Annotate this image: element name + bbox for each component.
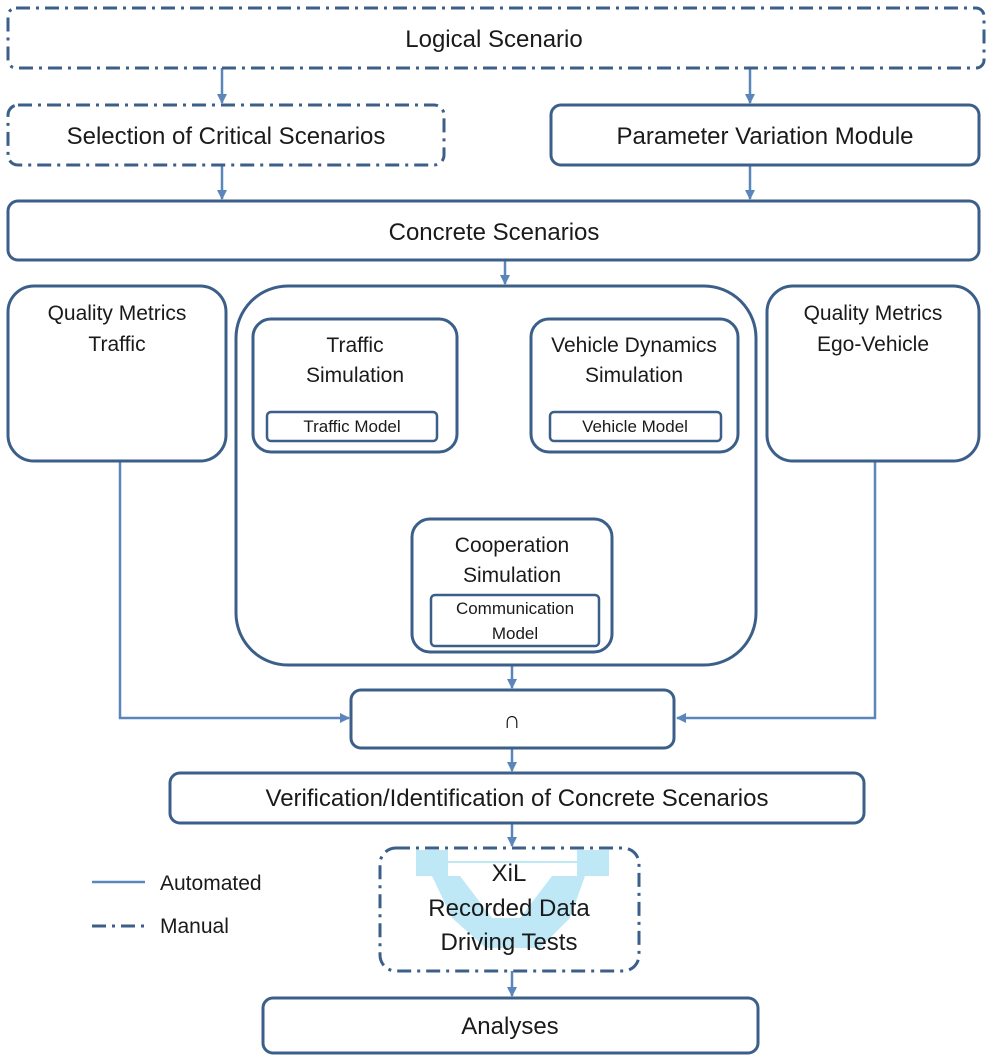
selection-critical-label: Selection of Critical Scenarios (67, 123, 386, 150)
logical-scenario-box: Logical Scenario (6, 6, 986, 70)
xil-line1: XiL (492, 860, 527, 887)
concrete-scenarios-label: Concrete Scenarios (389, 219, 600, 246)
legend-automated-label: Automated (160, 872, 262, 895)
analyses-label: Analyses (461, 1013, 558, 1040)
coop-sim-line1: Cooperation (455, 534, 569, 557)
coop-sim-line2: Simulation (463, 564, 561, 587)
logical-scenario-label: Logical Scenario (405, 26, 582, 53)
quality-traffic-line2: Traffic (88, 333, 145, 356)
traffic-model-label: Traffic Model (303, 417, 400, 436)
quality-metrics-ego-box: Quality Metrics Ego-Vehicle (765, 284, 981, 463)
vehicle-dynamics-box: Vehicle Dynamics Simulation Vehicle Mode… (529, 317, 740, 454)
cooperation-simulation-box: Cooperation Simulation Communication Mod… (410, 517, 614, 654)
analyses-box: Analyses (261, 996, 760, 1055)
verification-box: Verification/Identification of Concrete … (168, 771, 866, 825)
traffic-simulation-box: Traffic Simulation Traffic Model (251, 317, 459, 454)
xil-line2: Recorded Data (428, 895, 590, 922)
verification-label: Verification/Identification of Concrete … (266, 785, 769, 812)
traffic-sim-line2: Simulation (306, 364, 404, 387)
legend: Automated Manual (92, 872, 262, 938)
quality-ego-line2: Ego-Vehicle (817, 333, 929, 356)
communication-model-box (429, 593, 601, 648)
vehicle-sim-line2: Simulation (585, 364, 683, 387)
comm-model-line1: Communication (456, 599, 574, 618)
intersection-symbol: ∩ (503, 707, 520, 734)
comm-model-line2: Model (492, 624, 538, 643)
parameter-variation-label: Parameter Variation Module (616, 123, 913, 150)
concrete-scenarios-box: Concrete Scenarios (6, 199, 981, 262)
vehicle-sim-line1: Vehicle Dynamics (551, 334, 717, 357)
quality-metrics-traffic-box: Quality Metrics Traffic (6, 284, 228, 463)
arrow-quality-traffic-to-intersection (118, 461, 350, 723)
quality-ego-line1: Quality Metrics (804, 302, 943, 325)
selection-critical-box: Selection of Critical Scenarios (6, 103, 446, 167)
xil-line3: Driving Tests (441, 929, 578, 956)
vehicle-model-box (548, 410, 723, 443)
xil-box: XiL Recorded Data Driving Tests (378, 846, 641, 973)
arrow-quality-ego-to-intersection (676, 461, 877, 723)
vehicle-model-label: Vehicle Model (582, 417, 688, 436)
traffic-sim-line1: Traffic (326, 334, 383, 357)
quality-traffic-line1: Quality Metrics (48, 302, 187, 325)
legend-manual-label: Manual (160, 915, 229, 938)
watermark-graphic (416, 850, 609, 948)
parameter-variation-box: Parameter Variation Module (549, 103, 981, 167)
intersection-box: ∩ (349, 688, 676, 750)
traffic-model-box (265, 410, 439, 443)
